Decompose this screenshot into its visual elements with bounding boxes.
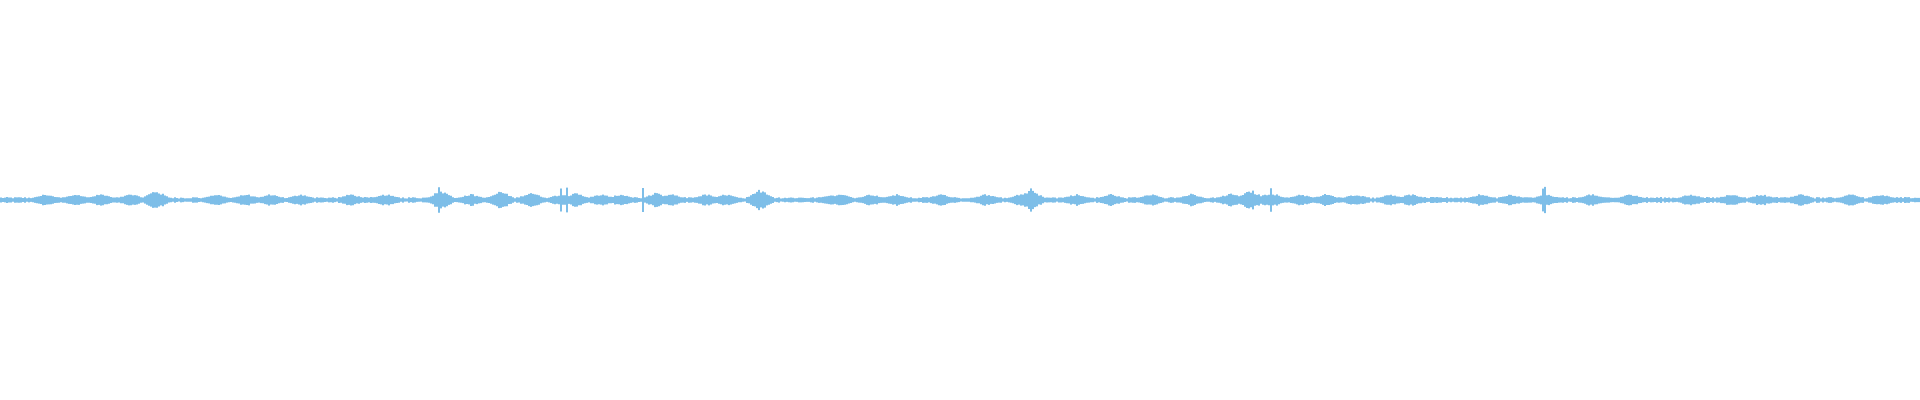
waveform-path: [0, 186, 1920, 214]
waveform-bars: [0, 186, 1920, 214]
